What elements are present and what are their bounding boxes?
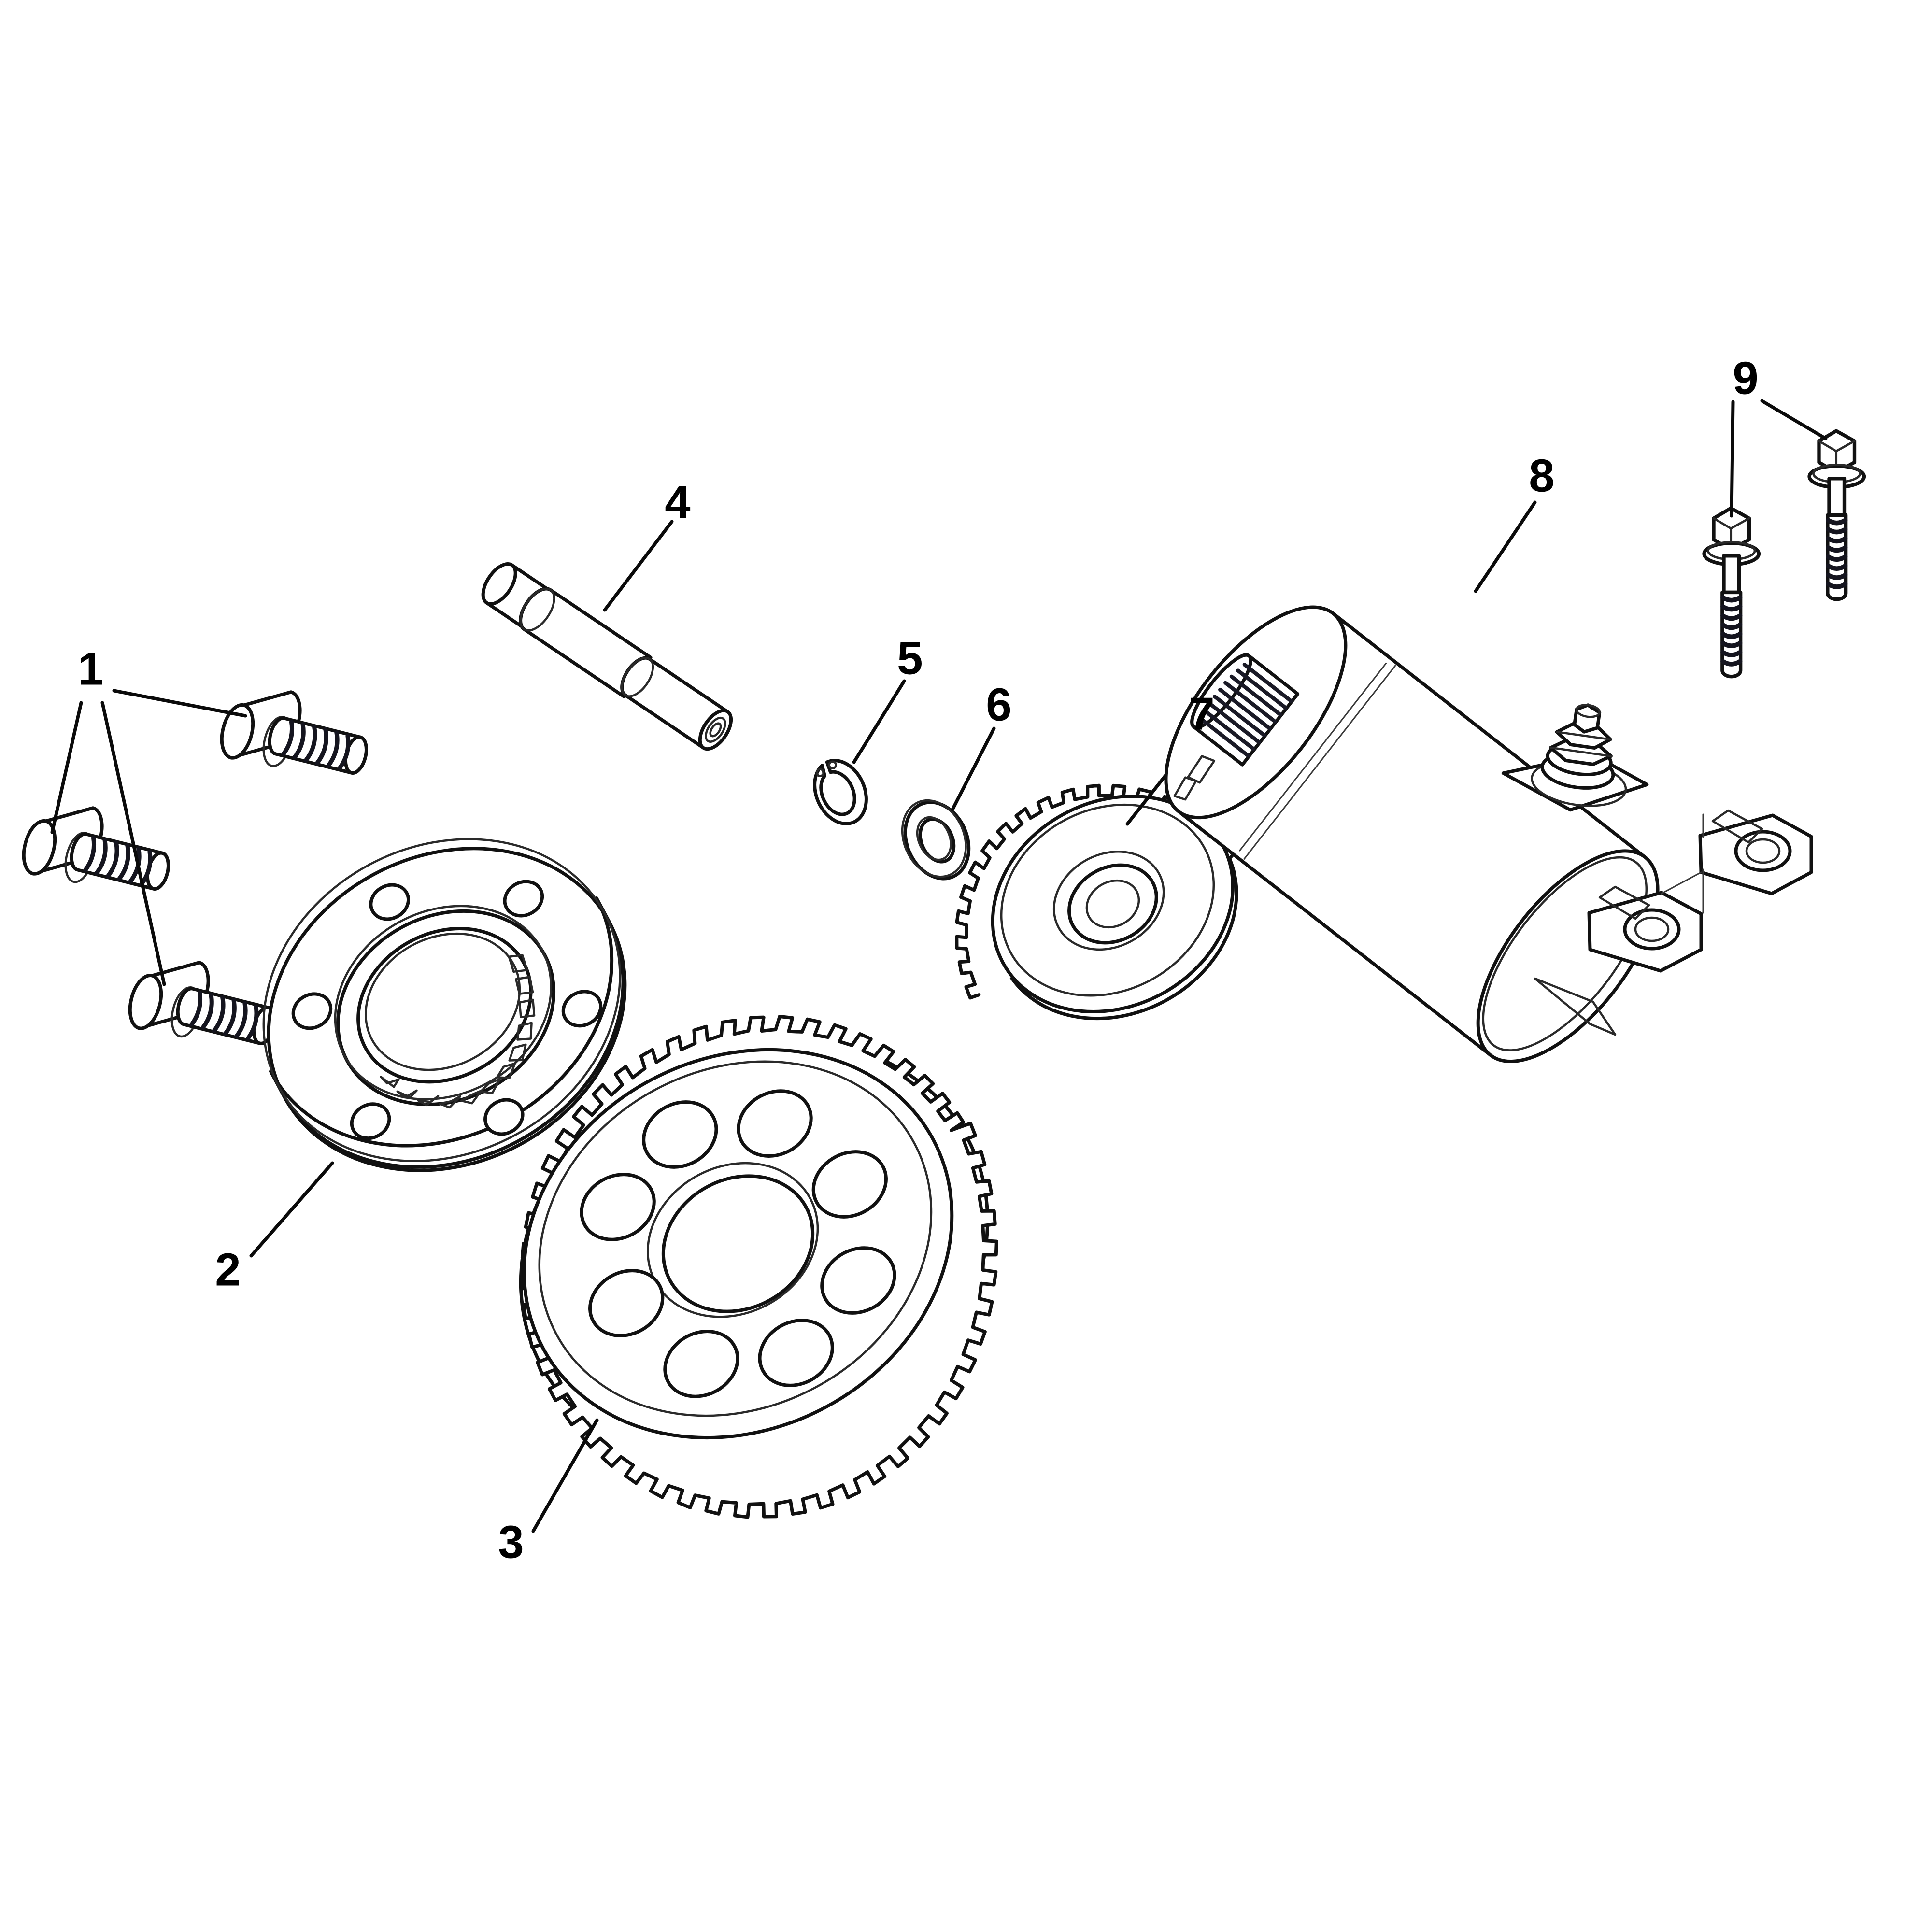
part-5-leader-line — [852, 679, 906, 764]
callout-label-9: 9 — [1733, 352, 1758, 404]
part-3-lightening-holes — [580, 1089, 896, 1398]
part-3-starter-driven-gear — [519, 1014, 998, 1519]
part-3-leader-line — [531, 1418, 599, 1533]
part-7-starter-idler-gear — [955, 783, 1238, 1021]
callout-label-6: 6 — [986, 679, 1011, 730]
part-8-terminal-post — [1501, 703, 1649, 812]
callout-label-2: 2 — [215, 1244, 241, 1295]
part-4-leader-line — [603, 520, 674, 612]
part-8-leader-line — [1474, 500, 1537, 593]
part-8-mounting-flange — [1534, 809, 1813, 1036]
part-6-thrust-washer — [901, 799, 971, 881]
part-2-leader-line — [249, 1161, 334, 1258]
part-4-idler-gear-shaft — [481, 562, 733, 751]
sprag-elements — [380, 954, 536, 1109]
part-9-leader-lines — [1730, 399, 1828, 518]
callout-label-3: 3 — [498, 1516, 524, 1568]
callout-label-1: 1 — [78, 643, 103, 695]
part-2-bolt-holes — [291, 880, 603, 1140]
callout-label-5: 5 — [897, 632, 923, 684]
callout-label-7: 7 — [1189, 688, 1214, 739]
callout-label-8: 8 — [1529, 450, 1554, 501]
part-8-splined-pinion — [1190, 653, 1300, 767]
part-6-leader-line — [951, 726, 996, 811]
part-1-leader-lines — [50, 689, 247, 986]
callout-label-4: 4 — [665, 476, 690, 528]
part-2-starter-clutch — [262, 838, 627, 1172]
part-5-retaining-circlip — [813, 759, 868, 825]
part-8-starter-motor — [1164, 605, 1813, 1064]
